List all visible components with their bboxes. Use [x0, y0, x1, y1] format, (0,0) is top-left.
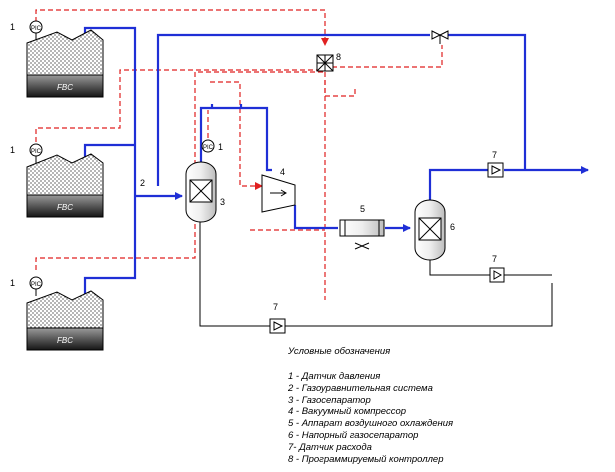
- label-1: 1: [10, 278, 15, 288]
- pressure-sensor-1: PIC 1: [10, 20, 43, 40]
- gas-lines: [83, 26, 589, 295]
- tank-label: FBC: [57, 203, 73, 212]
- label-7: 7: [492, 150, 497, 160]
- air-cooler: 5: [339, 204, 385, 250]
- label-4: 4: [280, 167, 285, 177]
- pressure-gas-separator: 6: [414, 199, 455, 261]
- label-3: 3: [220, 197, 225, 207]
- pic-label: PIC: [203, 145, 214, 151]
- label-7: 7: [273, 302, 278, 312]
- legend-item: 8 - Программируемый контроллер: [288, 453, 444, 465]
- tank-label: FBC: [57, 336, 73, 345]
- legend-item: 6 - Напорный газосепаратор: [288, 429, 419, 441]
- vacuum-compressor: 4: [261, 167, 296, 213]
- label-6: 6: [450, 222, 455, 232]
- flow-sensor-bottom: 7: [269, 302, 286, 334]
- tank-label: FBC: [57, 83, 73, 92]
- pressure-sensor-separator: PIC 1: [201, 139, 223, 153]
- label-5: 5: [360, 204, 365, 214]
- signal-lines: [35, 9, 443, 300]
- label-7: 7: [492, 254, 497, 264]
- legend-item: 2 - Газоуравнительная система: [288, 382, 433, 394]
- pic-label: PIC: [31, 282, 42, 288]
- label-1: 1: [10, 22, 15, 32]
- tank-3: FBC: [26, 290, 104, 351]
- legend-item: 4 - Вакуумный компрессор: [288, 406, 407, 418]
- tank-1: FBC: [26, 29, 104, 98]
- pressure-sensor-3: PIC 1: [10, 276, 43, 296]
- legend: Условные обозначения 1 - Датчик давления…: [288, 346, 608, 465]
- gas-separator: 3: [185, 161, 225, 223]
- programmable-controller: 8: [316, 52, 341, 72]
- legend-item: 3 - Газосепаратор: [288, 394, 371, 406]
- label-2: 2: [140, 178, 145, 188]
- tank-2: FBC: [26, 153, 104, 218]
- legend-item: 1 - Датчик давления: [288, 371, 381, 382]
- label-8: 8: [336, 52, 341, 62]
- pic-label: PIC: [31, 26, 42, 32]
- legend-item: 5 - Аппарат воздушного охлаждения: [288, 418, 454, 430]
- pic-label: PIC: [31, 149, 42, 155]
- pressure-sensor-2: PIC 1: [10, 143, 43, 163]
- label-1: 1: [10, 145, 15, 155]
- flow-sensor-middle: 7: [489, 254, 505, 283]
- flow-sensor-top: 7: [487, 150, 504, 178]
- control-valve: [431, 30, 449, 44]
- label-1: 1: [218, 142, 223, 152]
- liquid-lines: [199, 218, 553, 327]
- legend-item: 7- Датчик расхода: [288, 441, 372, 453]
- legend-title: Условные обозначения: [288, 346, 391, 357]
